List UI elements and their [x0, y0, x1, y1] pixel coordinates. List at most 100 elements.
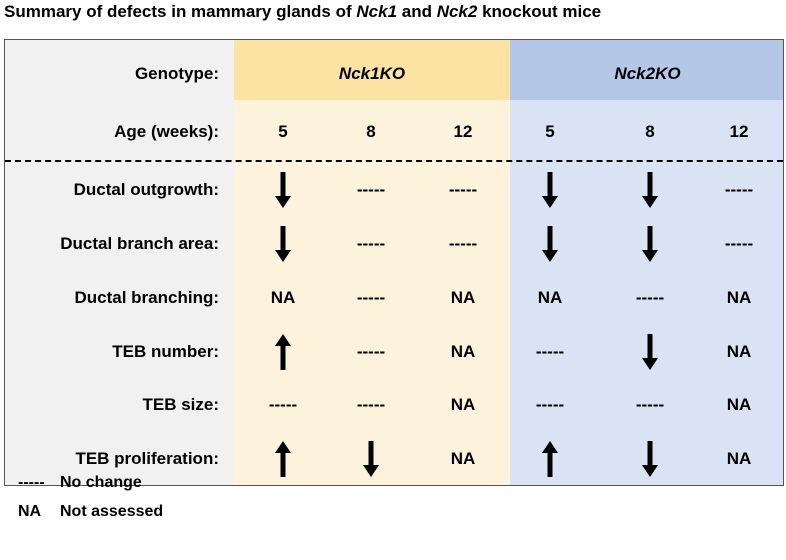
- table-cell: -----: [336, 383, 406, 427]
- table-cell: -----: [615, 383, 685, 427]
- legend-text: No change: [60, 474, 142, 491]
- arrow-up-icon: [275, 334, 291, 370]
- table-cell-arrow: [248, 168, 318, 212]
- arrow-down-icon: [642, 334, 658, 370]
- age-header: 5: [278, 122, 288, 141]
- figure-title: Summary of defects in mammary glands of …: [4, 2, 601, 22]
- no-change-value: -----: [635, 288, 665, 307]
- arrow-down-icon: [542, 172, 558, 208]
- legend-key: -----: [18, 474, 45, 491]
- no-change-value: -----: [635, 395, 665, 414]
- table-cell: -----: [704, 222, 774, 266]
- no-change-value: -----: [356, 180, 386, 199]
- no-change-value: -----: [724, 234, 754, 253]
- table-cell: NA: [428, 330, 498, 374]
- table-cell: NA: [704, 383, 774, 427]
- not-assessed-value: NA: [450, 395, 476, 414]
- no-change-value: -----: [356, 234, 386, 253]
- table-cell: NA: [704, 437, 774, 481]
- table-cell: -----: [336, 222, 406, 266]
- arrow-down-icon: [642, 172, 658, 208]
- nck1-header-band: [234, 40, 510, 100]
- title-gene-2: Nck2: [436, 2, 478, 21]
- group-header-nck1: Nck1KO: [338, 64, 406, 83]
- title-part-2: and: [397, 2, 437, 21]
- summary-table: Genotype: Nck1KO Nck2KO Age (weeks): 5 8…: [4, 39, 784, 486]
- table-cell: -----: [336, 168, 406, 212]
- nck2-header-band: [510, 40, 783, 100]
- age-header: 8: [366, 122, 376, 141]
- no-change-value: -----: [356, 395, 386, 414]
- table-cell: NA: [704, 276, 774, 320]
- table-cell-arrow: [248, 437, 318, 481]
- not-assessed-value: NA: [450, 288, 476, 307]
- group-header-nck2: Nck2KO: [614, 64, 681, 83]
- row-label: TEB size:: [142, 395, 219, 414]
- nck2-column-background: [510, 40, 783, 485]
- no-change-value: -----: [535, 342, 565, 361]
- age-header: 8: [645, 122, 655, 141]
- genotype-label: Genotype:: [134, 64, 219, 83]
- legend-item-no-change: ----- No change: [18, 473, 142, 493]
- age-label: Age (weeks):: [114, 122, 219, 141]
- no-change-value: -----: [356, 342, 386, 361]
- arrow-down-icon: [275, 226, 291, 262]
- table-cell: -----: [515, 383, 585, 427]
- table-cell: -----: [428, 222, 498, 266]
- table-cell-arrow: [515, 168, 585, 212]
- row-label: Ductal outgrowth:: [73, 180, 219, 199]
- row-label: Ductal branching:: [74, 288, 219, 307]
- not-assessed-value: NA: [726, 288, 752, 307]
- arrow-down-icon: [642, 441, 658, 477]
- no-change-value: -----: [448, 180, 478, 199]
- not-assessed-value: NA: [726, 449, 752, 468]
- age-header: 12: [453, 122, 473, 141]
- table-cell: -----: [248, 383, 318, 427]
- row-label: TEB number:: [112, 342, 219, 361]
- row-label: TEB proliferation:: [75, 449, 219, 468]
- nck1-column-background: [234, 40, 510, 485]
- no-change-value: -----: [535, 395, 565, 414]
- table-cell: NA: [248, 276, 318, 320]
- table-cell: NA: [428, 437, 498, 481]
- legend-key: NA: [18, 503, 42, 520]
- table-cell: -----: [336, 276, 406, 320]
- arrow-up-icon: [542, 441, 558, 477]
- table-cell-arrow: [248, 222, 318, 266]
- table-cell: -----: [704, 168, 774, 212]
- table-cell: -----: [336, 330, 406, 374]
- no-change-value: -----: [448, 234, 478, 253]
- arrow-down-icon: [363, 441, 379, 477]
- table-cell: NA: [515, 276, 585, 320]
- arrow-up-icon: [275, 441, 291, 477]
- table-cell-arrow: [615, 437, 685, 481]
- title-part-3: knockout mice: [477, 2, 602, 21]
- table-cell: -----: [515, 330, 585, 374]
- age-header: 5: [545, 122, 555, 141]
- label-column-background: [5, 40, 234, 485]
- arrow-down-icon: [642, 226, 658, 262]
- no-change-value: -----: [724, 180, 754, 199]
- not-assessed-value: NA: [270, 288, 296, 307]
- table-cell-arrow: [615, 168, 685, 212]
- title-part-1: Summary of defects in mammary glands of: [4, 2, 357, 21]
- arrow-down-icon: [275, 172, 291, 208]
- table-cell-arrow: [515, 222, 585, 266]
- not-assessed-value: NA: [537, 288, 563, 307]
- no-change-value: -----: [268, 395, 298, 414]
- age-header: 12: [729, 122, 749, 141]
- title-gene-1: Nck1: [356, 2, 398, 21]
- table-cell: -----: [428, 168, 498, 212]
- not-assessed-value: NA: [450, 342, 476, 361]
- no-change-value: -----: [356, 288, 386, 307]
- table-cell-arrow: [336, 437, 406, 481]
- header-divider: [5, 160, 783, 162]
- table-cell-arrow: [248, 330, 318, 374]
- not-assessed-value: NA: [726, 342, 752, 361]
- table-cell: NA: [428, 276, 498, 320]
- table-cell: -----: [615, 276, 685, 320]
- table-cell: NA: [428, 383, 498, 427]
- table-cell-arrow: [615, 222, 685, 266]
- row-label: Ductal branch area:: [60, 234, 219, 253]
